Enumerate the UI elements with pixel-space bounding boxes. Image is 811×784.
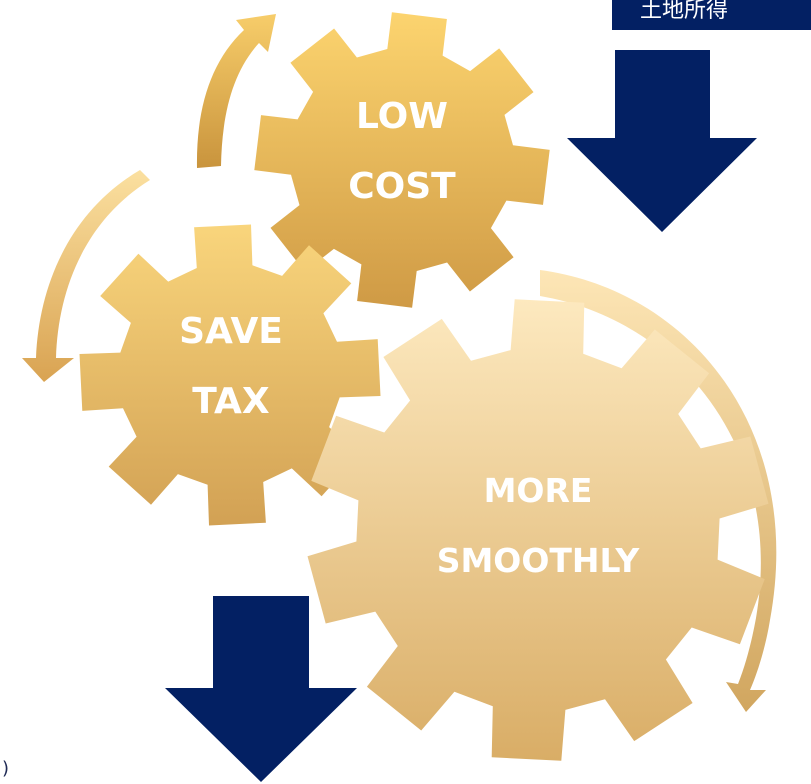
arrow-down-icon [165,596,357,782]
curved-arrow-icon [196,14,276,168]
curved-arrow-icon [22,170,150,382]
arrow-down-icon [567,50,757,232]
smoothly-label-line1: MORE [484,471,593,510]
save-tax-label-line1: SAVE [179,311,283,352]
curved-arrow-icon [540,270,777,712]
low-cost-label-line1: LOW [356,96,448,137]
more-smoothly-gear [307,299,769,761]
smoothly-label-line2: SMOOTHLY [437,541,641,580]
save-tax-gear [79,224,381,526]
top-banner [612,0,811,30]
save-tax-label-line2: TAX [192,381,270,422]
top-banner-label: 土地所得 [640,0,729,23]
low-cost-label-line2: COST [348,166,456,207]
low-cost-gear [254,12,550,308]
edge-text: ) [2,758,10,779]
